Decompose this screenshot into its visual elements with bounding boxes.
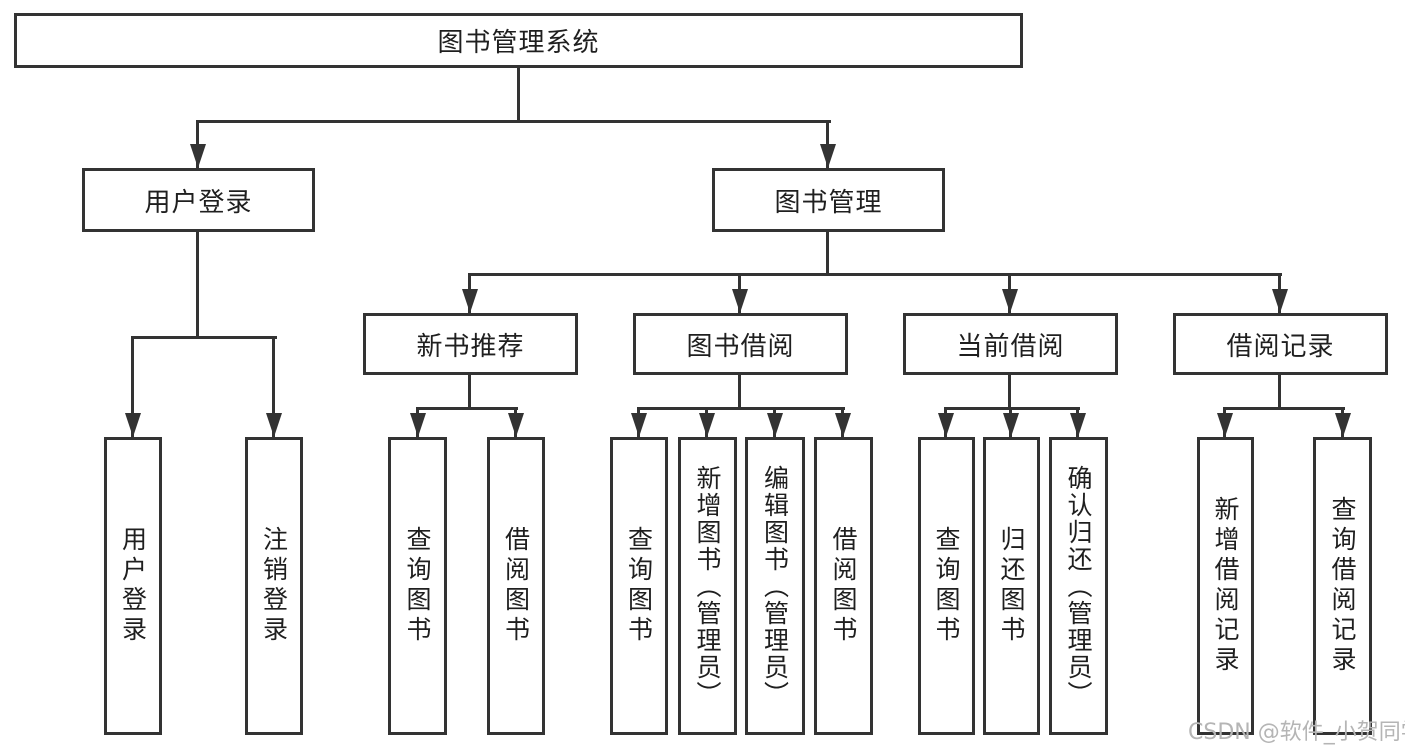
node-user-login: 用户登录	[82, 168, 315, 232]
node-book-borrow: 图书借阅	[633, 313, 848, 375]
connector-borrow-records-drop	[1278, 375, 1281, 409]
connector-new-book-drop	[468, 375, 471, 409]
connector-root-drop	[517, 68, 520, 120]
connector-drop-leaf-user-login	[131, 336, 134, 437]
leaf-br-add-record-label: 新增借阅记录	[1211, 496, 1240, 676]
arrowhead-user-login	[190, 144, 206, 168]
node-current-borrow-label: 当前借阅	[956, 331, 1065, 362]
leaf-bb-query-books-label: 查询图书	[624, 526, 654, 646]
arrowhead-bb-borrow	[835, 413, 851, 437]
node-book-borrow-label: 图书借阅	[686, 331, 795, 362]
arrowhead-br-add	[1217, 413, 1233, 437]
leaf-bb-query-books: 查询图书	[610, 437, 668, 735]
leaf-cb-confirm-return-admin: 确认归还（管理员）	[1049, 437, 1108, 735]
node-book-management-label: 图书管理	[774, 187, 883, 218]
leaf-logout-label: 注销登录	[259, 526, 289, 646]
leaf-bb-borrow-books-label: 借阅图书	[829, 526, 858, 646]
arrowhead-bb-add	[699, 413, 715, 437]
node-new-book-recommend-label: 新书推荐	[416, 331, 525, 362]
leaf-bb-borrow-books: 借阅图书	[814, 437, 873, 735]
leaf-cb-confirm-return-admin-label: 确认归还（管理员）	[1064, 464, 1093, 708]
arrowhead-leaf-user-login	[125, 413, 141, 437]
leaf-cb-query-books: 查询图书	[918, 437, 975, 735]
leaf-br-add-record: 新增借阅记录	[1197, 437, 1254, 735]
node-borrow-records: 借阅记录	[1173, 313, 1388, 375]
leaf-nb-query-books: 查询图书	[388, 437, 447, 735]
connector-rail-user-login	[131, 336, 277, 339]
arrowhead-borrow-records	[1272, 289, 1288, 313]
connector-rail-level3	[468, 273, 1282, 276]
leaf-bb-add-books-admin-label: 新增图书（管理员）	[693, 464, 722, 708]
connector-book-management-drop	[826, 232, 829, 273]
arrowhead-bb-edit	[767, 413, 783, 437]
leaf-bb-edit-books-admin: 编辑图书（管理员）	[745, 437, 805, 735]
connector-drop-leaf-logout	[272, 336, 275, 437]
connector-rail-current-borrow-leaves	[944, 407, 1080, 410]
arrowhead-current-borrow	[1002, 289, 1018, 313]
arrowhead-nb-borrow	[508, 413, 524, 437]
arrowhead-br-query	[1335, 413, 1351, 437]
leaf-nb-borrow-books: 借阅图书	[487, 437, 545, 735]
arrowhead-leaf-logout	[266, 413, 282, 437]
leaf-nb-query-books-label: 查询图书	[403, 526, 432, 646]
connector-rail-book-borrow-leaves	[637, 407, 845, 410]
arrowhead-bb-query	[631, 413, 647, 437]
node-new-book-recommend: 新书推荐	[363, 313, 578, 375]
connector-book-borrow-drop	[738, 375, 741, 409]
csdn-watermark: CSDN @软件_小贺同学	[1188, 720, 1405, 745]
leaf-bb-edit-books-admin-label: 编辑图书（管理员）	[760, 464, 790, 708]
node-book-management: 图书管理	[712, 168, 945, 232]
leaf-logout: 注销登录	[245, 437, 303, 735]
node-borrow-records-label: 借阅记录	[1226, 331, 1335, 362]
leaf-br-query-record: 查询借阅记录	[1313, 437, 1372, 735]
leaf-user-login: 用户登录	[104, 437, 162, 735]
leaf-bb-add-books-admin: 新增图书（管理员）	[678, 437, 737, 735]
node-user-login-label: 用户登录	[144, 187, 253, 218]
connector-rail-new-book-leaves	[416, 407, 518, 410]
node-current-borrow: 当前借阅	[903, 313, 1118, 375]
connector-user-login-drop	[196, 232, 199, 336]
leaf-user-login-label: 用户登录	[118, 526, 148, 646]
arrowhead-cb-return	[1003, 413, 1019, 437]
arrowhead-cb-query	[938, 413, 954, 437]
leaf-cb-return-books-label: 归还图书	[997, 526, 1026, 646]
arrowhead-new-book	[462, 289, 478, 313]
leaf-cb-query-books-label: 查询图书	[932, 526, 961, 646]
arrowhead-book-management	[820, 144, 836, 168]
arrowhead-nb-query	[410, 413, 426, 437]
leaf-cb-return-books: 归还图书	[983, 437, 1040, 735]
node-root-label: 图书管理系统	[437, 28, 600, 58]
arrowhead-cb-confirm	[1070, 413, 1086, 437]
leaf-nb-borrow-books-label: 借阅图书	[501, 526, 531, 646]
node-root-library-system: 图书管理系统	[14, 13, 1023, 68]
connector-rail-level1	[197, 120, 831, 123]
arrowhead-book-borrow	[732, 289, 748, 313]
leaf-br-query-record-label: 查询借阅记录	[1328, 496, 1357, 676]
connector-current-borrow-drop	[1008, 375, 1011, 409]
connector-rail-borrow-records-leaves	[1223, 407, 1345, 410]
